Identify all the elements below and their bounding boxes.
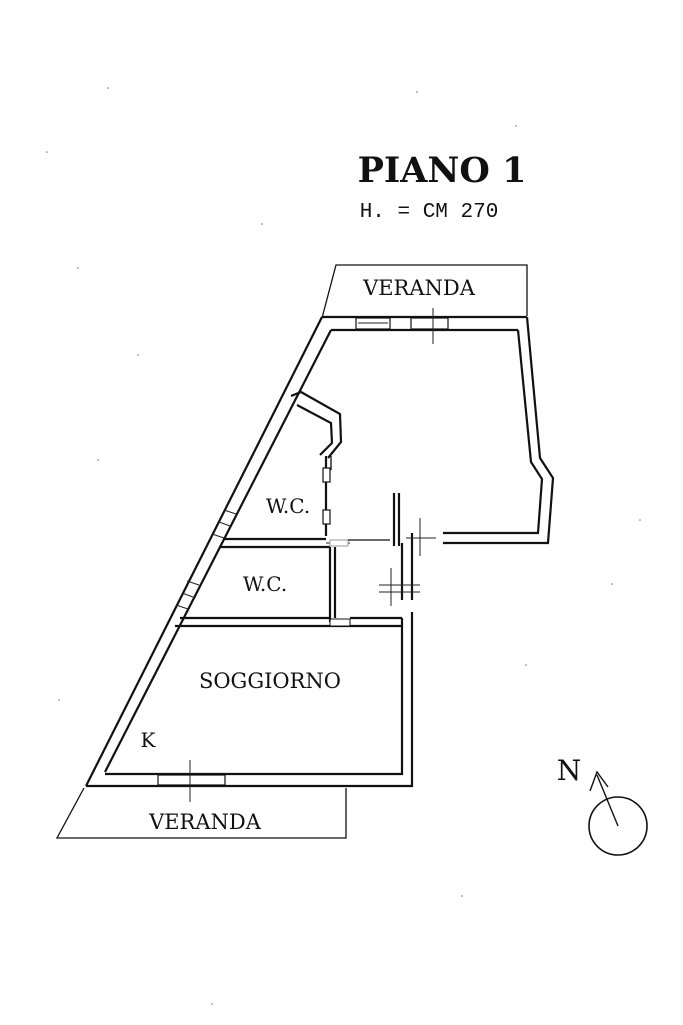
interior-walls [175, 390, 436, 628]
wc-lower-label: W.C. [243, 572, 287, 596]
top-openings [355, 308, 449, 344]
scan-noise [46, 87, 641, 1005]
veranda-bottom-label: VERANDA [148, 810, 262, 834]
bottom-openings [157, 760, 226, 802]
veranda-top-label: VERANDA [362, 276, 476, 300]
ceiling-height-note: H. = CM 270 [360, 201, 499, 224]
north-arrow-icon: N [557, 754, 648, 856]
wc-upper-label: W.C. [266, 494, 310, 518]
kitchen-label: K [141, 728, 157, 752]
living-room-label: SOGGIORNO [199, 669, 341, 693]
veranda-bottom: VERANDA [55, 787, 347, 839]
outer-walls [85, 315, 555, 788]
north-letter: N [557, 754, 582, 787]
veranda-top: VERANDA [321, 264, 528, 319]
west-windows [175, 509, 237, 610]
floor-title: PIANO 1 [358, 150, 527, 191]
